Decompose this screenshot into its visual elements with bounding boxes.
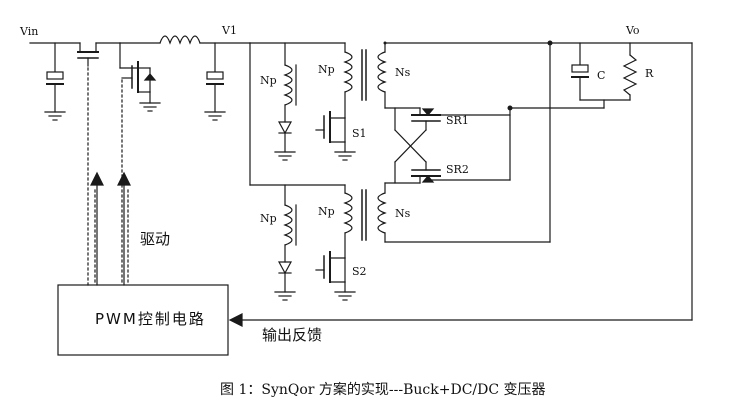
v1-bus bbox=[249, 42, 346, 206]
primary-winding-2 bbox=[343, 192, 353, 259]
label-c: C bbox=[597, 69, 605, 82]
label-output-feedback: 输出反馈 bbox=[262, 326, 322, 344]
label-r: R bbox=[645, 67, 654, 80]
feedback-line bbox=[228, 313, 693, 327]
pwm-control-box bbox=[57, 284, 229, 356]
ground-symbol bbox=[204, 111, 226, 121]
label-s1: S1 bbox=[352, 127, 367, 140]
label-np-primary-1: Np bbox=[318, 63, 335, 76]
drive-arrow-1 bbox=[90, 171, 104, 286]
gate-cross-wiring bbox=[394, 107, 427, 184]
figure-caption: 图 1：SynQor 方案的实现---Buck+DC/DC 变压器 bbox=[220, 381, 546, 398]
label-np-clamp-1: Np bbox=[260, 74, 277, 87]
secondary-winding-2 bbox=[377, 182, 551, 243]
primary-winding-1 bbox=[343, 51, 353, 119]
label-pwm-control: PWM控制电路 bbox=[95, 310, 206, 328]
label-v1: V1 bbox=[221, 24, 237, 37]
label-sr2: SR2 bbox=[446, 163, 469, 176]
input-capacitor bbox=[46, 42, 64, 113]
buck-inductor bbox=[159, 35, 201, 45]
switch-s1 bbox=[315, 111, 356, 161]
bus-capacitor bbox=[206, 42, 224, 113]
secondary-winding-1 bbox=[377, 42, 387, 109]
label-vo: Vo bbox=[625, 24, 640, 37]
output-return bbox=[429, 107, 605, 181]
label-sr1: SR1 bbox=[446, 114, 469, 127]
transformer-core-1 bbox=[361, 49, 367, 101]
clamp-winding-1 bbox=[274, 64, 297, 161]
label-ns-2: Ns bbox=[395, 207, 411, 220]
ground-symbol bbox=[139, 102, 161, 112]
label-s2: S2 bbox=[352, 265, 367, 278]
drive-arrow-2 bbox=[117, 171, 131, 286]
label-np-primary-2: Np bbox=[318, 205, 335, 218]
clamp-winding-2 bbox=[274, 204, 297, 301]
label-ns-1: Ns bbox=[395, 66, 411, 79]
label-vin: Vin bbox=[19, 25, 38, 38]
label-drive: 驱动 bbox=[140, 230, 170, 248]
output-capacitor bbox=[571, 64, 589, 101]
buck-switch bbox=[77, 42, 99, 67]
ground-symbol bbox=[44, 111, 66, 121]
label-np-clamp-2: Np bbox=[260, 212, 277, 225]
buck-sync-switch bbox=[119, 42, 157, 104]
switch-s2 bbox=[315, 251, 356, 301]
transformer-core-2 bbox=[361, 189, 367, 241]
load-resistor bbox=[579, 54, 638, 109]
junction-dots bbox=[383, 40, 553, 111]
output-rail bbox=[384, 42, 693, 321]
sync-rectifier-sr1 bbox=[384, 107, 441, 131]
sync-rectifier-sr2 bbox=[384, 161, 441, 184]
